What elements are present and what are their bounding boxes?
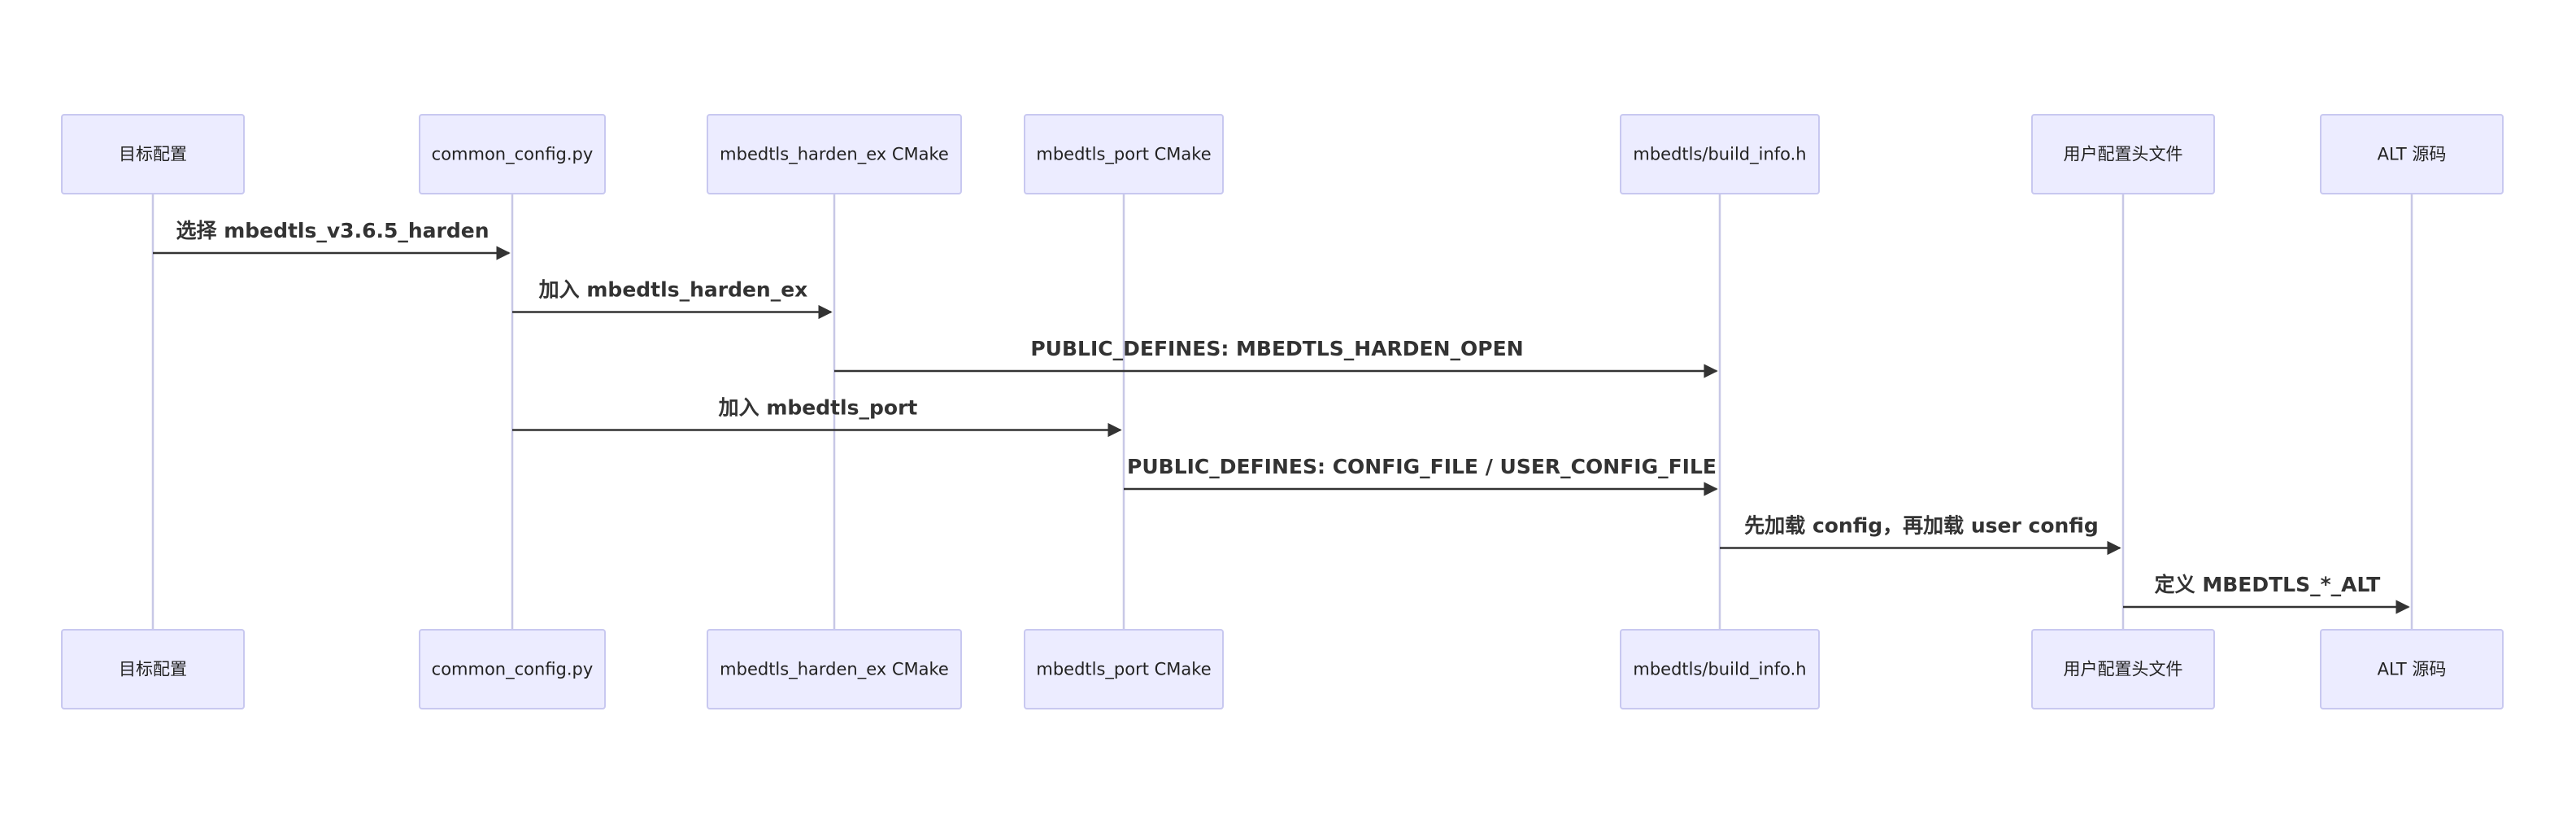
participant-label: mbedtls_port CMake: [1036, 660, 1211, 680]
participant-box: [1620, 629, 1820, 709]
participant-box: [2320, 114, 2504, 194]
participant-label: 目标配置: [119, 660, 187, 679]
participant-box: [1024, 114, 1224, 194]
message-label: 先加载 config，再加载 user config: [1744, 514, 2099, 538]
participant-label: 用户配置头文件: [2064, 145, 2183, 164]
participant-box: [2031, 114, 2215, 194]
participant-box: [61, 114, 245, 194]
participant-label: mbedtls_harden_ex CMake: [720, 145, 949, 165]
message-2: 加入 mbedtls_harden_ex: [512, 278, 833, 320]
message-label: 加入 mbedtls_port: [718, 396, 918, 420]
participant-label: mbedtls_port CMake: [1036, 145, 1211, 165]
participant-harden-bottom: mbedtls_harden_ex CMake: [707, 629, 962, 709]
lifelines: [151, 194, 2413, 630]
participant-target-top: 目标配置: [61, 114, 245, 194]
participants: 目标配置目标配置common_config.pycommon_config.py…: [61, 114, 2504, 709]
message-7: 定义 MBEDTLS_*_ALT: [2123, 573, 2410, 614]
participant-userhdr-bottom: 用户配置头文件: [2031, 629, 2215, 709]
participant-port-bottom: mbedtls_port CMake: [1024, 629, 1224, 709]
participant-alt-bottom: ALT 源码: [2320, 629, 2504, 709]
message-label: 定义 MBEDTLS_*_ALT: [2155, 573, 2381, 596]
message-6: 先加载 config，再加载 user config: [1720, 514, 2121, 556]
participant-common-bottom: common_config.py: [419, 629, 606, 709]
message-3: PUBLIC_DEFINES: MBEDTLS_HARDEN_OPEN: [834, 337, 1718, 378]
message-label: 加入 mbedtls_harden_ex: [538, 278, 808, 302]
participant-box: [2031, 629, 2215, 709]
participant-box: [419, 629, 606, 709]
participant-box: [61, 629, 245, 709]
participant-label: ALT 源码: [2378, 660, 2447, 679]
participant-box: [1024, 629, 1224, 709]
participant-box: [707, 629, 962, 709]
participant-label: mbedtls/build_info.h: [1633, 660, 1806, 680]
message-label: PUBLIC_DEFINES: CONFIG_FILE / USER_CONFI…: [1127, 455, 1717, 478]
message-1: 选择 mbedtls_v3.6.5_harden: [153, 219, 511, 260]
participant-harden-top: mbedtls_harden_ex CMake: [707, 114, 962, 194]
participant-label: 目标配置: [119, 145, 187, 164]
participant-label: common_config.py: [432, 145, 594, 165]
participant-label: mbedtls_harden_ex CMake: [720, 660, 949, 680]
participant-label: 用户配置头文件: [2064, 660, 2183, 679]
participant-box: [707, 114, 962, 194]
participant-box: [419, 114, 606, 194]
message-5: PUBLIC_DEFINES: CONFIG_FILE / USER_CONFI…: [1124, 455, 1718, 496]
participant-buildinfo-top: mbedtls/build_info.h: [1620, 114, 1820, 194]
participant-port-top: mbedtls_port CMake: [1024, 114, 1224, 194]
participant-label: ALT 源码: [2378, 145, 2447, 164]
participant-box: [2320, 629, 2504, 709]
participant-target-bottom: 目标配置: [61, 629, 245, 709]
participant-alt-top: ALT 源码: [2320, 114, 2504, 194]
participant-box: [1620, 114, 1820, 194]
participant-label: common_config.py: [432, 660, 594, 680]
message-label: PUBLIC_DEFINES: MBEDTLS_HARDEN_OPEN: [1030, 337, 1523, 360]
participant-common-top: common_config.py: [419, 114, 606, 194]
participant-buildinfo-bottom: mbedtls/build_info.h: [1620, 629, 1820, 709]
participant-label: mbedtls/build_info.h: [1633, 145, 1806, 165]
messages: 选择 mbedtls_v3.6.5_harden 加入 mbedtls_harde…: [153, 219, 2410, 614]
participant-userhdr-top: 用户配置头文件: [2031, 114, 2215, 194]
message-4: 加入 mbedtls_port: [512, 396, 1122, 438]
message-label: 选择 mbedtls_v3.6.5_harden: [176, 219, 489, 242]
